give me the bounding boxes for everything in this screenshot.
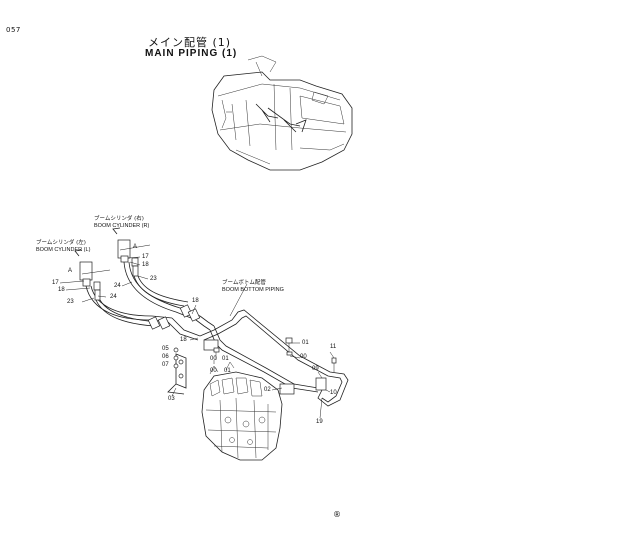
part-label-23-left: 23 <box>67 299 74 305</box>
page-number: 057 <box>6 26 21 34</box>
machine-overview-sketch <box>211 55 353 171</box>
part-label-24-left: 24 <box>110 294 117 300</box>
hose-end-fittings <box>147 304 215 341</box>
boom-cylinder-left-en: BOOM CYLINDER (L) <box>36 247 91 253</box>
part-label-05: 05 <box>162 346 169 352</box>
part-label-11: 11 <box>330 344 337 350</box>
title-japanese: メイン配管 (1) <box>148 36 232 49</box>
part-label-24-right: 24 <box>114 283 121 289</box>
boom-cylinder-right-fittings <box>112 227 139 277</box>
part-label-10: 10 <box>330 390 337 396</box>
title-english: MAIN PIPING (1) <box>145 48 238 59</box>
part-label-18-low: 18 <box>180 337 187 343</box>
boom-cylinder-right-jp: ブームシリンダ (右) <box>94 216 144 222</box>
bolts <box>173 337 337 372</box>
boom-cylinder-left-jp: ブームシリンダ (左) <box>36 240 86 246</box>
boom-bottom-pipes <box>199 309 349 407</box>
part-label-17-left: 17 <box>52 280 59 286</box>
part-label-23-right: 23 <box>150 276 157 282</box>
leader-lines <box>59 244 335 419</box>
part-label-01-c: 01 <box>302 340 309 346</box>
part-label-a-left: A <box>68 268 73 274</box>
hose-lines <box>85 261 201 327</box>
part-label-03: 03 <box>168 396 175 402</box>
part-label-06: 06 <box>162 354 169 360</box>
part-label-00-a: 00 <box>210 356 217 362</box>
callout-boom-cylinder-right: ブームシリンダ (右) BOOM CYLINDER (R) <box>94 216 149 230</box>
callout-boom-bottom-piping: ブームボトム配管 BOOM BOTTOM PIPING <box>222 280 284 294</box>
clamp-bracket <box>167 353 187 395</box>
part-label-01-a: 01 <box>222 356 229 362</box>
boom-bottom-piping-en: BOOM BOTTOM PIPING <box>222 287 284 293</box>
part-label-00-c: 00 <box>300 354 307 360</box>
part-label-09: 09 <box>312 366 319 372</box>
part-label-00-b: 00 <box>210 368 217 374</box>
callout-boom-cylinder-left: ブームシリンダ (左) BOOM CYLINDER (L) <box>36 240 90 254</box>
boom-bottom-piping-jp: ブームボトム配管 <box>222 280 266 286</box>
part-label-19: 19 <box>316 419 323 425</box>
control-valve-block <box>201 361 283 461</box>
part-label-01-b: 01 <box>224 368 231 374</box>
part-label-a-right: A <box>133 244 138 250</box>
boom-cylinder-left-fittings <box>74 249 101 301</box>
part-label-18-left: 18 <box>58 287 65 293</box>
boom-cylinder-right-en: BOOM CYLINDER (R) <box>94 223 150 229</box>
registered-mark: ® <box>333 510 341 519</box>
part-label-18-mid: 18 <box>192 298 199 304</box>
part-label-07: 07 <box>162 362 169 368</box>
part-label-02: 02 <box>264 387 271 393</box>
part-label-18-right: 18 <box>142 262 149 268</box>
part-label-17-right: 17 <box>142 254 149 260</box>
